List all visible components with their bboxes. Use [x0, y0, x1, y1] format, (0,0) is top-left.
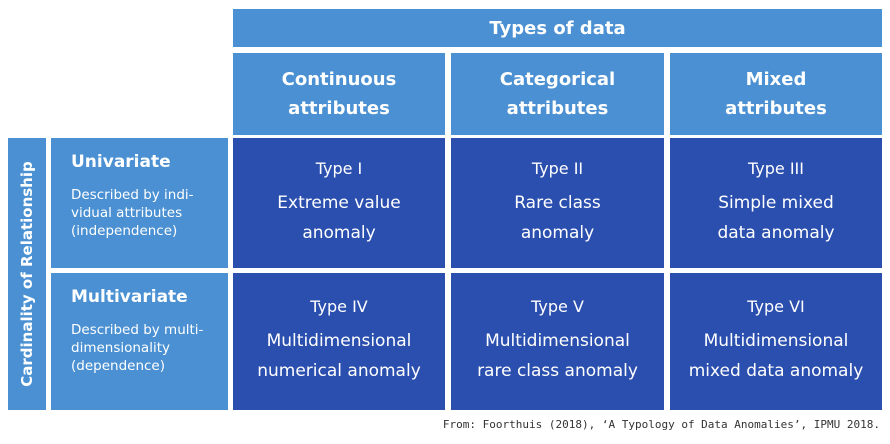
row-header-multivariate: Multivariate Described by multi- dimensi… — [51, 273, 228, 410]
cell-anomaly-name: Multidimensional mixed data anomaly — [688, 331, 864, 381]
cell-anomaly-name: Simple mixed data anomaly — [717, 192, 835, 243]
row-header-description: Described by indi- vidual attributes (in… — [71, 187, 194, 239]
cell-type-vi: Type VI Multidimensional mixed data anom… — [670, 273, 882, 410]
cell-type-label: Type IV — [310, 297, 368, 316]
row-header-univariate: Univariate Described by indi- vidual att… — [51, 138, 228, 268]
cell-type-label: Type III — [748, 158, 804, 178]
column-header-label: Continuous attributes — [281, 69, 397, 119]
cardinality-side-label: Cardinality of Relationship — [8, 138, 46, 410]
column-header-categorical: Categorical attributes — [451, 53, 664, 135]
cell-anomaly-name: Multidimensional numerical anomaly — [257, 331, 421, 381]
cell-type-label: Type VI — [747, 297, 805, 316]
cell-type-v: Type V Multidimensional rare class anoma… — [451, 273, 664, 410]
cell-type-label: Type II — [531, 158, 584, 178]
column-header-label: Categorical attributes — [499, 69, 616, 119]
column-header-mixed: Mixed attributes — [670, 53, 882, 135]
row-header-description: Described by multi- dimensionality (depe… — [71, 322, 204, 374]
row-header-title: Univariate — [71, 152, 171, 172]
column-header-continuous: Continuous attributes — [233, 53, 445, 135]
cell-anomaly-name: Rare class anomaly — [514, 192, 601, 243]
cell-anomaly-name: Multidimensional rare class anomaly — [477, 331, 638, 381]
cell-type-label: Type I — [315, 158, 363, 178]
cell-type-ii: Type II Rare class anomaly — [451, 138, 664, 268]
cell-type-iv: Type IV Multidimensional numerical anoma… — [233, 273, 445, 410]
header-title: Types of data — [489, 17, 626, 39]
types-of-data-header: Types of data — [233, 9, 882, 47]
cell-type-label: Type V — [531, 297, 584, 316]
side-label-text: Cardinality of Relationship — [18, 161, 36, 387]
cell-anomaly-name: Extreme value anomaly — [277, 192, 401, 243]
source-credit: From: Foorthuis (2018), ‘A Typology of D… — [442, 418, 880, 431]
cell-type-i: Type I Extreme value anomaly — [233, 138, 445, 268]
column-header-label: Mixed attributes — [725, 69, 827, 119]
cell-type-iii: Type III Simple mixed data anomaly — [670, 138, 882, 268]
row-header-title: Multivariate — [71, 287, 188, 307]
